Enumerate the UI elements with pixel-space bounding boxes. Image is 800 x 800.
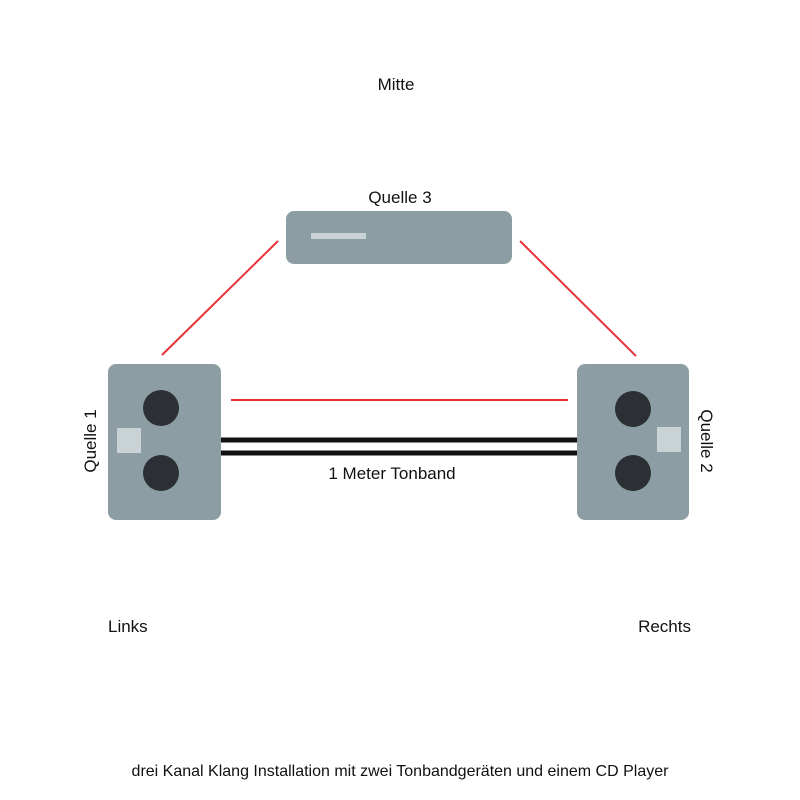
cd-slot bbox=[311, 233, 366, 239]
center-label: Mitte bbox=[378, 75, 415, 94]
source2-label: Quelle 2 bbox=[697, 409, 716, 472]
tape-reel-top bbox=[615, 391, 651, 427]
caption: drei Kanal Klang Installation mit zwei T… bbox=[132, 763, 670, 780]
tape-recorder-body bbox=[577, 364, 689, 520]
tape-reel-bottom bbox=[615, 455, 651, 491]
source1-tape-recorder: Quelle 1 bbox=[81, 364, 221, 520]
source1-label: Quelle 1 bbox=[81, 409, 100, 472]
cd-player-body bbox=[286, 211, 512, 264]
signal-line-source3-source2 bbox=[519, 240, 637, 357]
left-label: Links bbox=[108, 617, 148, 636]
tape-reel-top bbox=[143, 390, 179, 426]
source2-tape-recorder: Quelle 2 bbox=[577, 364, 716, 520]
source3-label: Quelle 3 bbox=[368, 188, 431, 207]
source3-cd-player: Quelle 3 bbox=[286, 188, 512, 264]
tape-length-label: 1 Meter Tonband bbox=[328, 464, 455, 483]
tape-recorder-body bbox=[108, 364, 221, 520]
tape-head bbox=[117, 428, 141, 453]
tape-head bbox=[657, 427, 681, 452]
tape-reel-bottom bbox=[143, 455, 179, 491]
right-label: Rechts bbox=[638, 617, 691, 636]
signal-line-source1-source3 bbox=[161, 240, 279, 356]
